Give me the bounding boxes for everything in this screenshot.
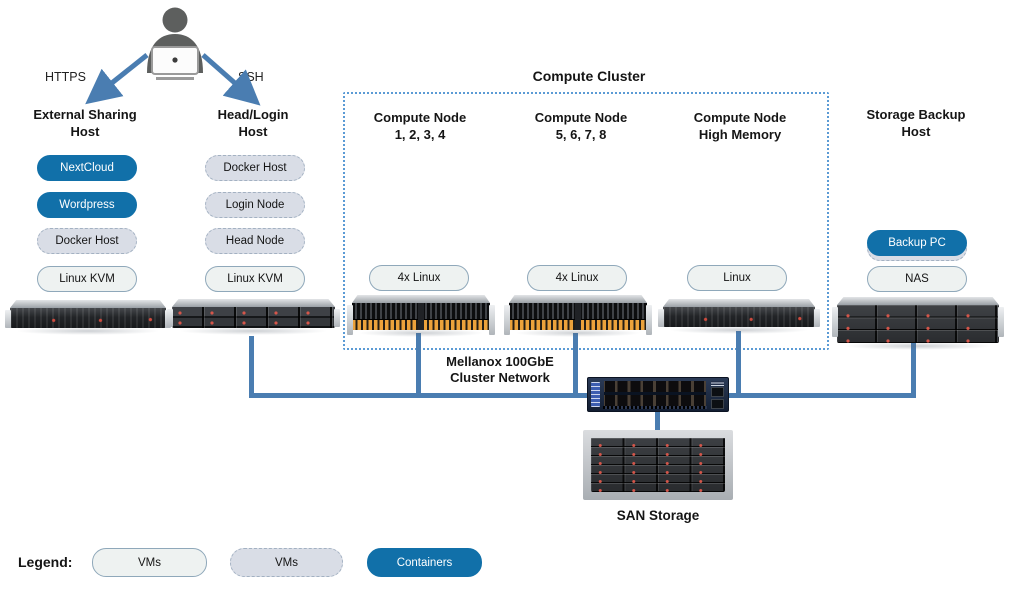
rack-ear	[832, 307, 838, 337]
title-line: Head/Login	[217, 107, 289, 122]
server-front-panel	[352, 303, 490, 330]
cluster-network-label: Mellanox 100GbE Cluster Network	[415, 354, 585, 387]
pill-head-node: Head Node	[205, 228, 305, 254]
cluster-network-bus-line	[249, 393, 916, 398]
rack-ear	[334, 309, 340, 327]
server-head-login-host-icon	[167, 299, 340, 335]
pill-4x-linux: 4x Linux	[369, 265, 469, 291]
server-storage-backup-host-icon	[832, 297, 1004, 350]
https-label: HTTPS	[45, 70, 86, 84]
san-front-panel	[591, 438, 725, 492]
highmem-uplink-line	[736, 331, 741, 393]
title-line: 5, 6, 7, 8	[555, 126, 607, 142]
person-at-laptop-icon	[147, 7, 203, 80]
panel-divider	[575, 303, 581, 330]
server-compute-high-memory-icon	[658, 299, 820, 334]
ssh-label: SSH	[238, 70, 264, 84]
rack-ear	[504, 305, 510, 335]
title-line: Compute Node	[534, 110, 628, 125]
rack-ear	[646, 305, 652, 335]
san-uplink-line	[655, 410, 660, 434]
server-front-panel	[663, 307, 815, 327]
pill-docker-host: Docker Host	[37, 228, 137, 254]
rack-ear	[814, 309, 820, 327]
title-line: Host	[901, 123, 931, 139]
legend-containers: Containers	[367, 548, 482, 577]
server-front-panel	[509, 303, 647, 330]
pill-nextcloud: NextCloud	[37, 155, 137, 181]
title-line: Host	[70, 123, 100, 139]
pill-wordpress: Wordpress	[37, 192, 137, 218]
pill-linux: Linux	[687, 265, 787, 291]
network-label-line: Cluster Network	[450, 370, 550, 386]
switch-rj45-port	[711, 399, 724, 409]
switch-brand-strip	[591, 382, 600, 407]
pill-4x-linux: 4x Linux	[527, 265, 627, 291]
server-top-face	[837, 297, 999, 305]
server-top-face	[663, 299, 815, 307]
server-front-panel	[837, 305, 999, 343]
legend-vms-dashed: VMs	[230, 548, 343, 577]
title-line: Compute Node	[693, 110, 787, 125]
column-title-compute-node-1-4: Compute Node 1, 2, 3, 4	[345, 110, 495, 144]
legend-title: Legend:	[18, 554, 73, 570]
server-front-panel	[10, 308, 166, 328]
server-compute-node-5-8-icon	[504, 295, 652, 337]
server-compute-node-1-4-icon	[347, 295, 495, 337]
rack-ear	[998, 307, 1004, 337]
server-top-face	[172, 299, 335, 307]
legend-vms-solid: VMs	[92, 548, 207, 577]
server-front-panel	[172, 307, 335, 328]
rack-ear	[167, 309, 173, 327]
switch-vent	[603, 406, 707, 409]
column-title-compute-node-high-memory: Compute Node High Memory	[665, 110, 815, 144]
pill-login-node: Login Node	[205, 192, 305, 218]
switch-label-tag	[711, 381, 724, 386]
column-title-compute-node-5-8: Compute Node 5, 6, 7, 8	[506, 110, 656, 144]
san-storage-label: SAN Storage	[616, 508, 700, 523]
server-external-sharing-host-icon	[5, 300, 171, 335]
compute2-uplink-line	[573, 333, 578, 393]
rack-ear	[489, 305, 495, 335]
san-storage-array-icon	[583, 430, 733, 500]
compute1-uplink-line	[416, 333, 421, 393]
network-label-line: Mellanox 100GbE	[446, 354, 554, 369]
server-top-face	[10, 300, 166, 308]
pill-nas: NAS	[867, 266, 967, 292]
compute-cluster-box	[343, 92, 829, 350]
head-login-uplink-line	[249, 336, 254, 393]
server-top-face	[352, 295, 490, 303]
rack-ear	[347, 305, 353, 335]
pill-linux-kvm: Linux KVM	[37, 266, 137, 292]
title-line: Storage Backup	[866, 107, 966, 122]
rack-ear	[5, 310, 11, 328]
pill-linux-kvm: Linux KVM	[205, 266, 305, 292]
switch-rj45-port	[711, 387, 724, 397]
rack-ear	[658, 309, 664, 327]
title-line: High Memory	[698, 126, 782, 142]
pill-docker-host: Docker Host	[205, 155, 305, 181]
column-title-head-login-host: Head/Login Host	[178, 107, 328, 141]
title-line: External Sharing	[33, 107, 137, 122]
pill-backup-pc: Backup PC	[867, 230, 967, 256]
server-top-face	[509, 295, 647, 303]
compute-cluster-title: Compute Cluster	[532, 68, 646, 84]
title-line: Host	[238, 123, 268, 139]
column-title-storage-backup-host: Storage Backup Host	[841, 107, 991, 141]
backup-uplink-line	[911, 343, 916, 393]
title-line: 1, 2, 3, 4	[394, 126, 446, 142]
switch-qsfp-ports	[604, 381, 706, 407]
mellanox-switch-icon	[587, 377, 729, 412]
column-title-external-sharing-host: External Sharing Host	[10, 107, 160, 141]
panel-divider	[418, 303, 424, 330]
title-line: Compute Node	[373, 110, 467, 125]
